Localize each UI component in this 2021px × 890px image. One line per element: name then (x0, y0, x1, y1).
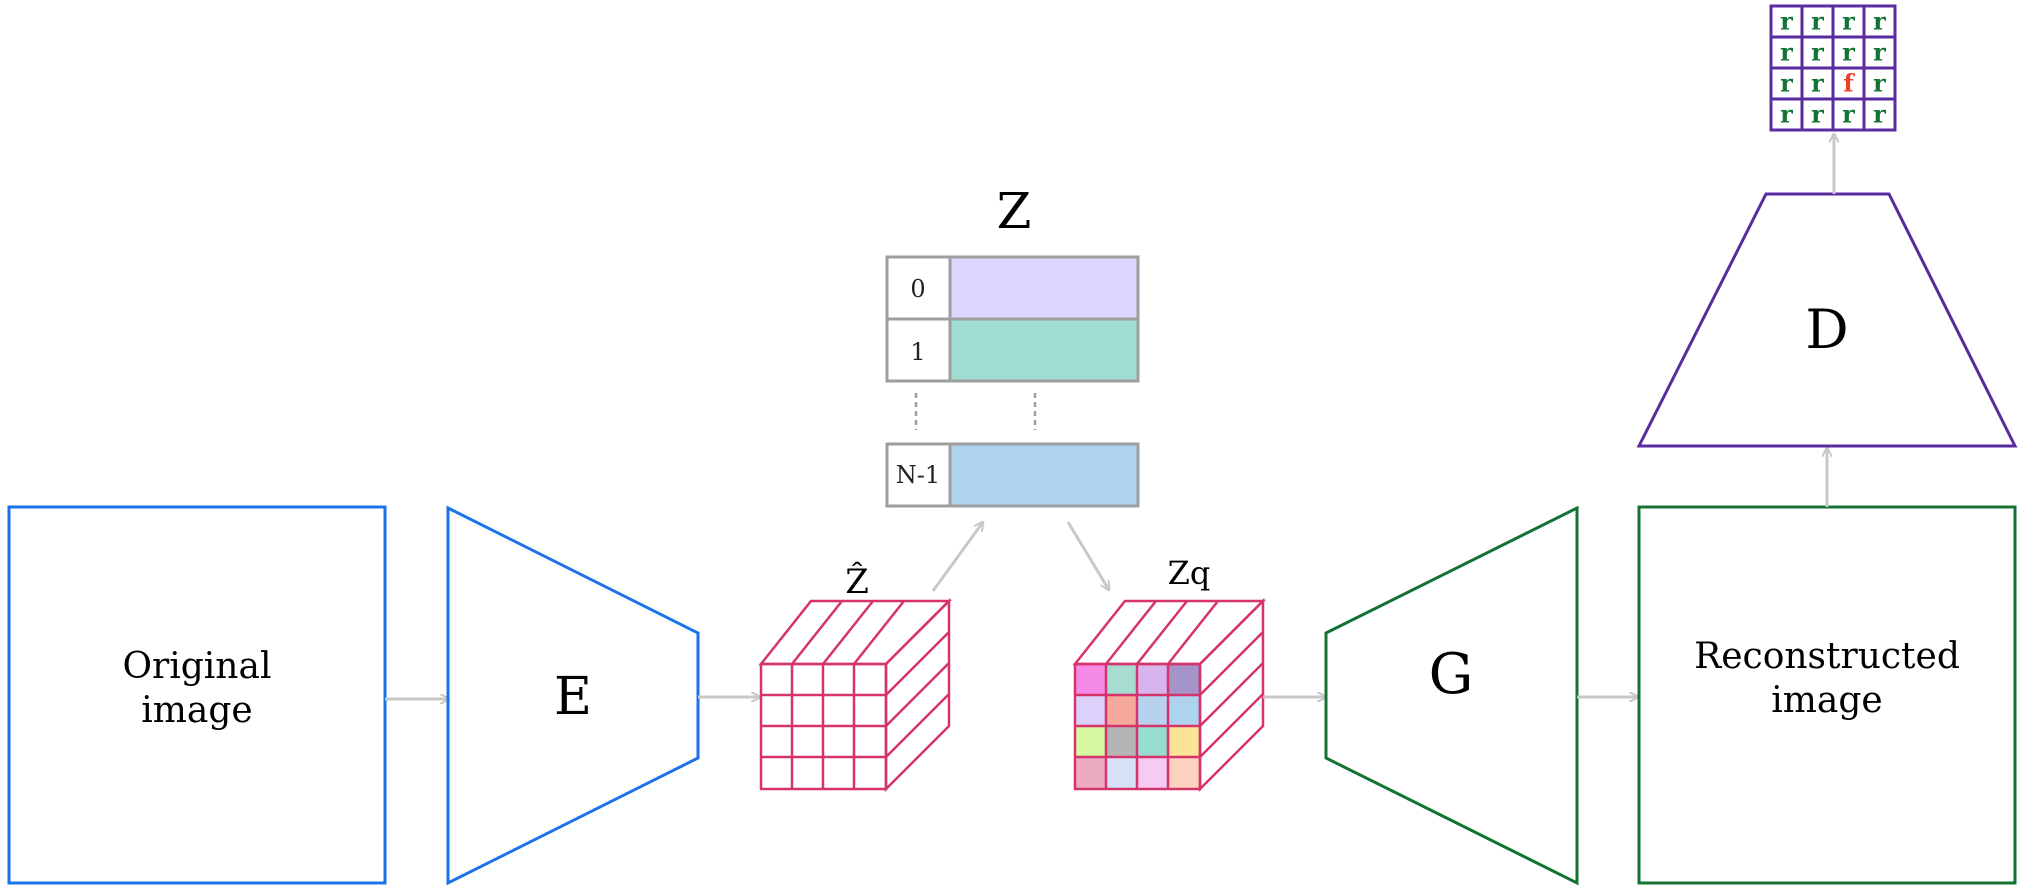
codebook-row-1-vector (948, 317, 1140, 383)
zhat-label: Ẑ (845, 561, 869, 602)
codebook-row-0-vector (948, 255, 1140, 321)
encoder-label: E (554, 667, 592, 727)
codebook-row-1-label: 1 (910, 338, 925, 366)
patch-label-real: r (1811, 7, 1824, 36)
patch-cell (1862, 4, 1897, 39)
patch-label-fake: f (1843, 69, 1855, 98)
zq-cell (1137, 757, 1169, 789)
zq-cell (1168, 695, 1200, 727)
zq-label: Zq (1168, 554, 1211, 592)
patch-cell (1831, 35, 1866, 70)
patch-label-real: r (1842, 100, 1855, 129)
generator-label: G (1429, 642, 1474, 707)
patch-cell (1862, 66, 1897, 101)
zq-cell (1106, 664, 1138, 696)
codebook-row-0-label: 0 (910, 275, 925, 303)
zq-cell (1075, 726, 1107, 758)
discriminator-label: D (1805, 298, 1848, 361)
patch-cell (1831, 4, 1866, 39)
codebook-row-n-vector (948, 442, 1140, 508)
patch-cell (1769, 97, 1804, 132)
codebook-row-1-index (885, 317, 952, 383)
zhat-tensor (758, 597, 953, 793)
zq-cell (1075, 757, 1107, 789)
generator-block (1324, 505, 1579, 886)
codebook-row-n-label: N-1 (896, 461, 940, 489)
patch-label-real: r (1780, 100, 1793, 129)
patch-cell (1831, 97, 1866, 132)
arrow-zhat-to-codebook (931, 522, 983, 592)
patch-label-real: r (1842, 7, 1855, 36)
patch-cell (1800, 66, 1835, 101)
zq-tensor (1072, 597, 1267, 793)
codebook-row-0-index (885, 255, 952, 321)
zq-cell (1168, 664, 1200, 696)
zq-cells (1075, 664, 1200, 789)
encoder-block (446, 505, 700, 886)
arrow-codebook-to-zq (1066, 521, 1109, 590)
zq-cell (1168, 726, 1200, 758)
zq-cell (1137, 726, 1169, 758)
original-image-box (7, 505, 387, 885)
patch-label-real: r (1873, 100, 1886, 129)
reconstructed-image-label-line2: image (1771, 680, 1882, 721)
zq-cell (1137, 695, 1169, 727)
zq-cell (1106, 726, 1138, 758)
zq-cell (1106, 757, 1138, 789)
patch-label-real: r (1873, 38, 1886, 67)
patch-label-real: r (1873, 7, 1886, 36)
patch-label-real: r (1780, 69, 1793, 98)
patch-label-real: r (1811, 69, 1824, 98)
reconstructed-image-label-line1: Reconstructed (1694, 636, 1960, 677)
zq-cell (1137, 664, 1169, 696)
zq-cell (1106, 695, 1138, 727)
patch-label-real: r (1842, 38, 1855, 67)
codebook-title: Z (997, 182, 1032, 240)
patch-label-real: r (1811, 38, 1824, 67)
zq-cell (1168, 757, 1200, 789)
patch-label-real: r (1780, 38, 1793, 67)
patch-label-real: r (1873, 69, 1886, 98)
zq-cell (1075, 664, 1107, 696)
zq-cell (1075, 695, 1107, 727)
original-image-label-line2: image (141, 690, 252, 731)
original-image-label-line1: Original (123, 646, 272, 687)
patch-label-real: r (1811, 100, 1824, 129)
discriminator-block (1636, 192, 2018, 448)
codebook-row-n-index (885, 442, 952, 508)
patch-cell (1862, 97, 1897, 132)
codebook: 0 1 N-1 (885, 255, 1140, 508)
patch-cell (1862, 35, 1897, 70)
patch-label-real: r (1780, 7, 1793, 36)
